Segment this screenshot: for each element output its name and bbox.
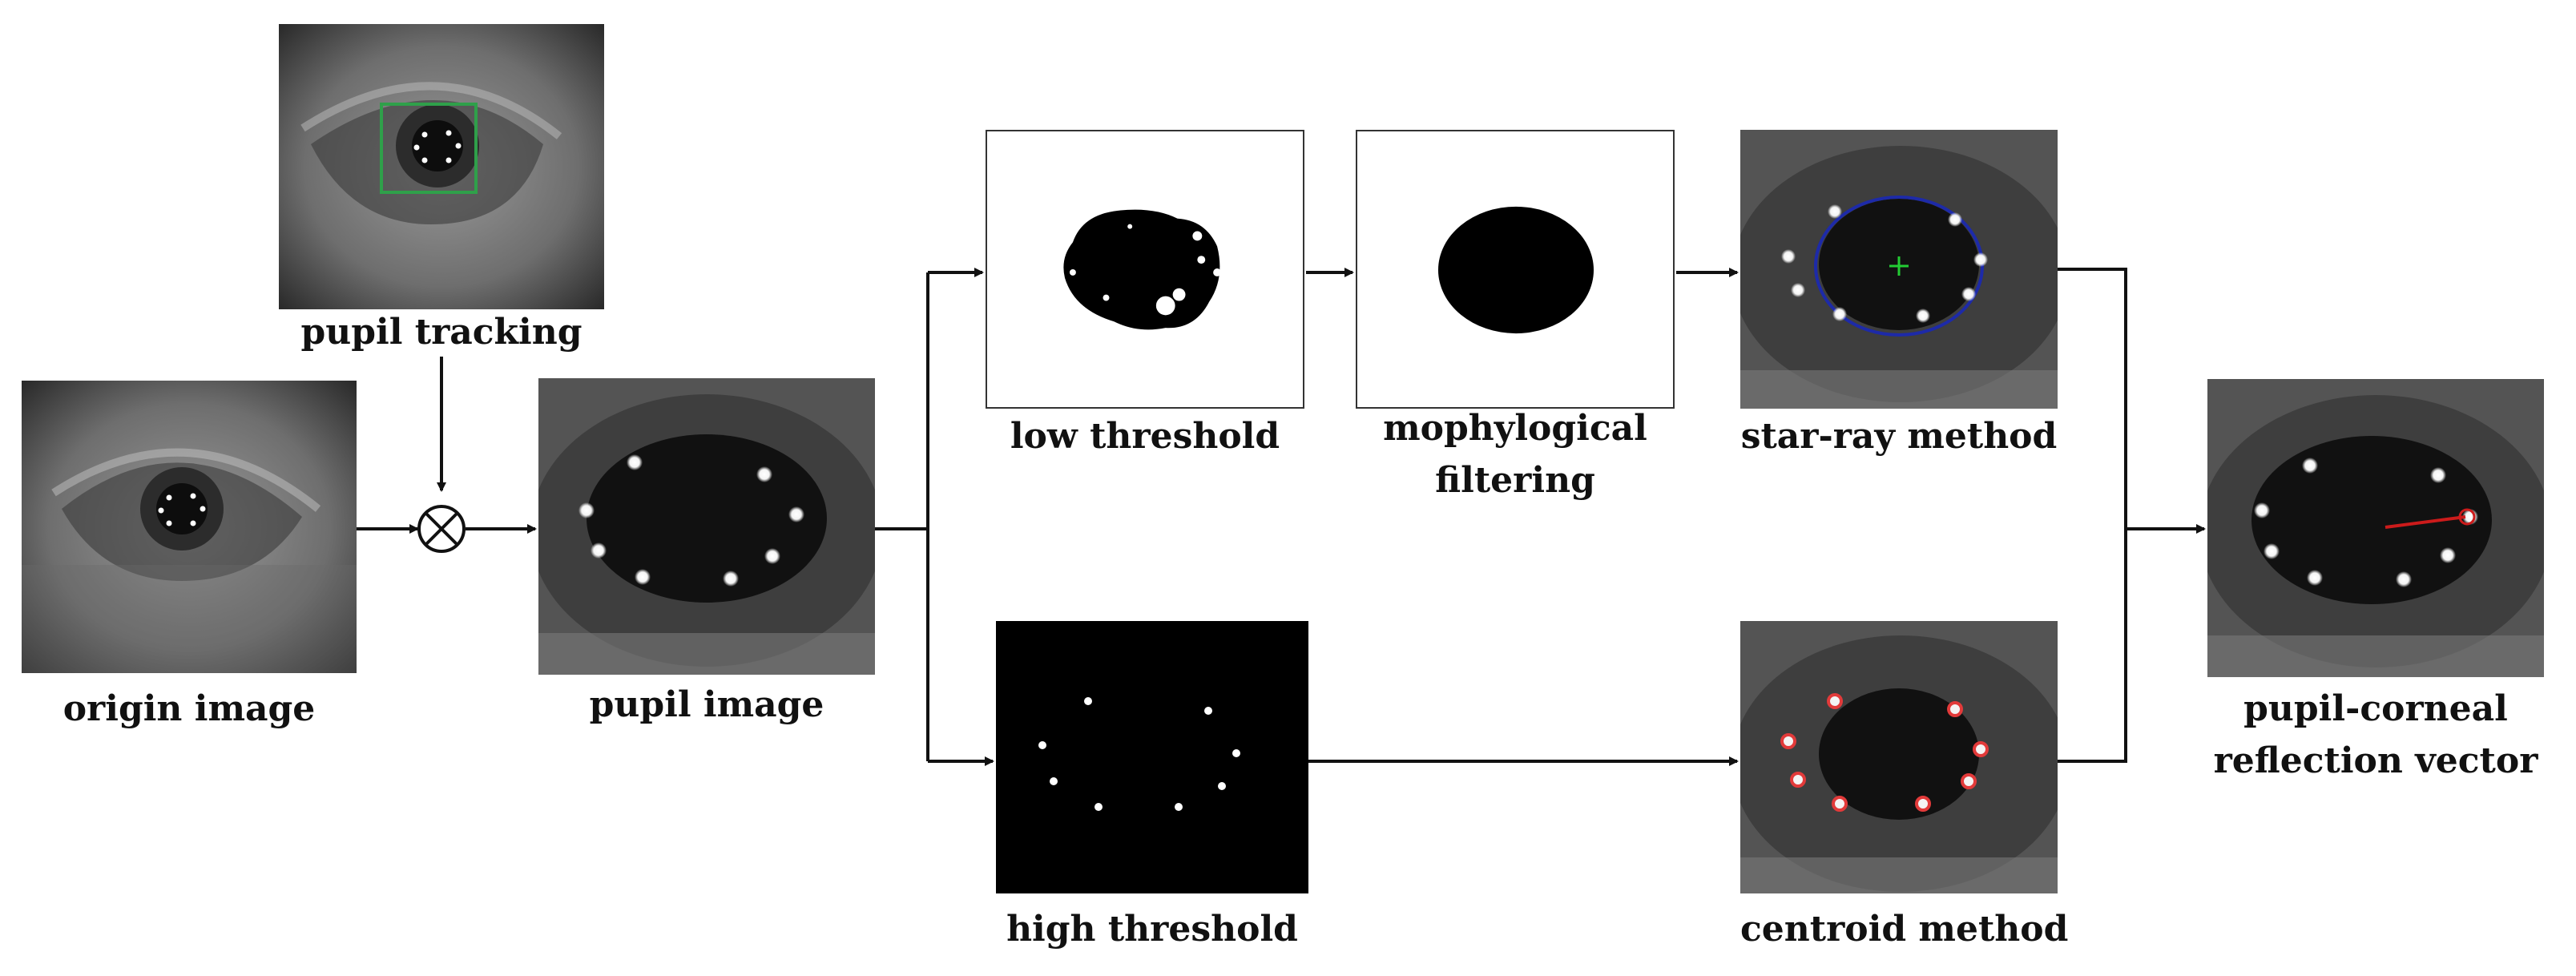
high-threshold-label: high threshold xyxy=(1006,909,1298,950)
star-ray-image xyxy=(1740,130,2058,409)
pupil-image xyxy=(538,378,875,675)
centroid-label: centroid method xyxy=(1740,909,2069,950)
result-label-line1: pupil-corneal xyxy=(2243,688,2508,729)
low-threshold-label: low threshold xyxy=(1010,416,1280,457)
star-ray-label: star-ray method xyxy=(1740,416,2058,457)
pupil-tracking-label: pupil tracking xyxy=(300,312,583,353)
reflection-vector xyxy=(2385,515,2466,529)
center-cross-icon xyxy=(1889,256,1909,276)
pupil-image-label: pupil image xyxy=(589,684,824,725)
morphological-label-line1: mophylogical xyxy=(1383,408,1647,449)
morphological-label-line2: filtering xyxy=(1435,460,1595,501)
centroid-markers xyxy=(1780,693,1989,812)
origin-image-label: origin image xyxy=(62,688,316,729)
result-label-line2: reflection vector xyxy=(2213,740,2538,781)
high-threshold-image xyxy=(996,621,1308,893)
pupil-tracking-image xyxy=(279,24,604,309)
circled-times-icon xyxy=(417,505,466,553)
morphological-filtering-image xyxy=(1356,130,1675,409)
centroid-image xyxy=(1740,621,2058,893)
result-image xyxy=(2207,379,2544,677)
low-threshold-image xyxy=(986,130,1304,409)
origin-image xyxy=(22,381,357,673)
tracking-box xyxy=(380,103,478,194)
